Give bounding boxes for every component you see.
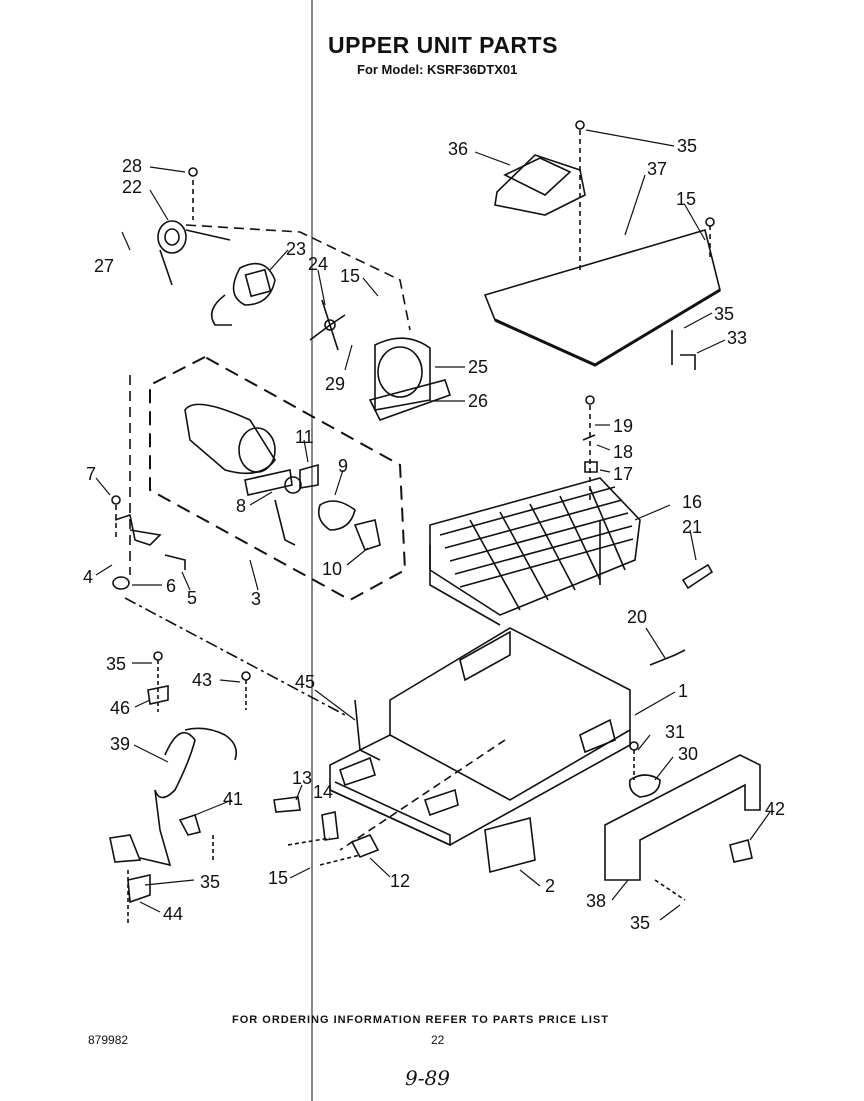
callout-35: 35	[630, 913, 650, 933]
model-subtitle: For Model: KSRF36DTX01	[357, 62, 518, 77]
callout-15: 15	[676, 189, 696, 209]
callout-11: 11	[295, 427, 314, 447]
callout-29: 29	[325, 374, 345, 394]
callout-42: 42	[765, 799, 785, 819]
callout-13: 13	[292, 768, 312, 788]
callout-35: 35	[106, 654, 126, 674]
callout-1: 1	[678, 681, 688, 701]
callout-17: 17	[613, 464, 633, 484]
callout-23: 23	[286, 239, 306, 259]
unit-housing	[124, 597, 631, 851]
document-number: 879982	[88, 1033, 129, 1047]
callout-38: 38	[586, 891, 606, 911]
callout-24: 24	[308, 254, 328, 274]
callout-14: 14	[313, 782, 333, 802]
callout-35: 35	[677, 136, 697, 156]
callout-labels: 28 22 27 23 24 15 29 25 26 36 35 37 15 3…	[83, 136, 785, 933]
callout-7: 7	[86, 464, 96, 484]
callout-8: 8	[236, 496, 246, 516]
page-title: UPPER UNIT PARTS	[328, 32, 558, 58]
callout-15: 15	[268, 868, 288, 888]
callout-3: 3	[251, 589, 261, 609]
callout-2: 2	[545, 876, 555, 896]
fan-assembly	[157, 167, 452, 421]
callout-18: 18	[613, 442, 633, 462]
callout-35: 35	[200, 872, 220, 892]
callout-46: 46	[110, 698, 130, 718]
callout-37: 37	[647, 159, 667, 179]
callout-9: 9	[338, 456, 348, 476]
compressor-group	[111, 355, 407, 602]
callout-12: 12	[390, 871, 410, 891]
callout-6: 6	[166, 576, 176, 596]
callout-19: 19	[613, 416, 633, 436]
callout-30: 30	[678, 744, 698, 764]
callout-25: 25	[468, 357, 488, 377]
evaporator-coil	[429, 395, 714, 666]
power-cord-parts	[109, 651, 251, 925]
callout-45: 45	[295, 672, 315, 692]
callout-5: 5	[187, 588, 197, 608]
callout-36: 36	[448, 139, 468, 159]
evaporator-cover	[483, 120, 721, 370]
callout-26: 26	[468, 391, 488, 411]
callout-27: 27	[94, 256, 114, 276]
callout-leaders	[95, 129, 771, 921]
callout-35: 35	[714, 304, 734, 324]
callout-31: 31	[665, 722, 685, 742]
callout-10: 10	[322, 559, 342, 579]
handwritten-date-note: 9-89	[405, 1066, 450, 1090]
mounting-bracket	[604, 741, 761, 901]
small-parts	[273, 796, 536, 874]
callout-28: 28	[122, 156, 142, 176]
page-number: 22	[431, 1033, 445, 1047]
callout-39: 39	[110, 734, 130, 754]
callout-41: 41	[223, 789, 243, 809]
callout-44: 44	[163, 904, 183, 924]
callout-21: 21	[682, 517, 702, 537]
callout-15: 15	[340, 266, 360, 286]
ordering-info-footer: FOR ORDERING INFORMATION REFER TO PARTS …	[232, 1014, 609, 1026]
callout-16: 16	[682, 492, 702, 512]
callout-33: 33	[727, 328, 747, 348]
callout-20: 20	[627, 607, 647, 627]
callout-22: 22	[122, 177, 142, 197]
callout-43: 43	[192, 670, 212, 690]
callout-4: 4	[83, 567, 93, 587]
